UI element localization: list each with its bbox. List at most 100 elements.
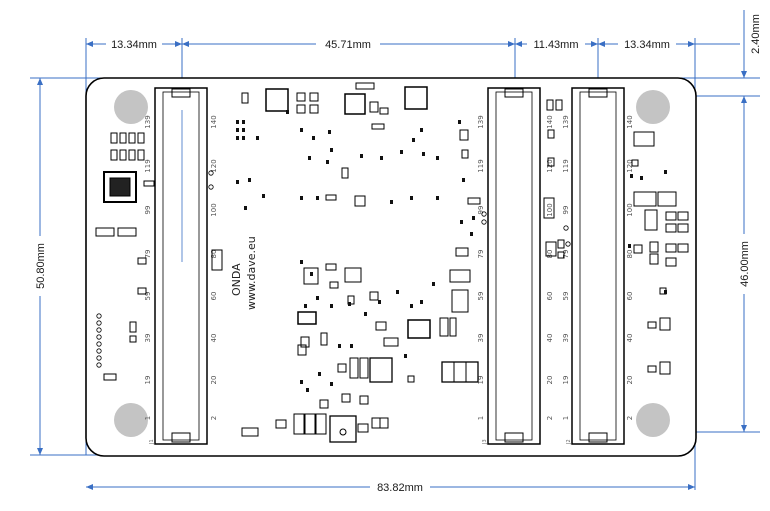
mounting-holes: [114, 90, 670, 437]
mount-hole-icon: [114, 90, 148, 124]
pin-number-label: 39: [477, 334, 485, 343]
smd-pad: [378, 300, 381, 304]
smd-pad: [380, 156, 383, 160]
pin-number-label: 19: [477, 376, 485, 385]
smd-pad: [472, 216, 475, 220]
dim-bottom-width: 83.82mm: [377, 482, 423, 494]
mount-hole-icon: [636, 90, 670, 124]
pin-number-label: 40: [546, 334, 554, 343]
smd-pad: [458, 120, 461, 124]
smd-pad: [432, 282, 435, 286]
smd-pad: [330, 382, 333, 386]
smd-pad: [244, 206, 247, 210]
pin-number-label: 2: [210, 416, 218, 420]
smd-pad: [236, 120, 239, 124]
smd-pad: [300, 260, 303, 264]
silk-url: www.dave.eu: [245, 236, 258, 310]
pin-number-label: 140: [626, 115, 634, 128]
pin-number-label: 99: [477, 206, 485, 215]
mount-hole-icon: [114, 403, 148, 437]
dim-top-1: 13.34mm: [111, 39, 157, 51]
pin-number-label: 1: [562, 416, 570, 420]
dim-top-3: 11.43mm: [533, 39, 578, 51]
smd-pad: [364, 312, 367, 316]
smd-pad: [396, 290, 399, 294]
smd-pad: [242, 136, 245, 140]
connector-j3: [487, 87, 541, 445]
smd-pad: [318, 372, 321, 376]
dim-left-height: 50.80mm: [35, 243, 47, 289]
pin-number-label: 1: [144, 416, 152, 420]
dim-top-4: 13.34mm: [624, 39, 670, 51]
smd-pad: [640, 176, 643, 180]
smd-pad: [630, 174, 633, 178]
smd-pad: [312, 136, 315, 140]
smd-pad: [664, 290, 667, 294]
connector-ref-j1: J1: [149, 439, 155, 445]
smd-pad: [664, 170, 667, 174]
pin-number-label: 39: [562, 334, 570, 343]
pin-number-label: 120: [210, 159, 218, 172]
dimension-labels: 13.34mm 45.71mm 11.43mm 13.34mm 2.40mm 5…: [33, 14, 762, 494]
smd-pad: [350, 344, 353, 348]
pin-number-label: 40: [210, 334, 218, 343]
smd-pads: [236, 110, 667, 392]
pin-number-label: 60: [210, 292, 218, 301]
pin-number-label: 60: [626, 292, 634, 301]
smd-pad: [262, 194, 265, 198]
smd-pad: [422, 152, 425, 156]
pin-number-label: 59: [477, 292, 485, 301]
smd-pad: [248, 178, 251, 182]
mount-hole-icon: [636, 403, 670, 437]
smd-pad: [256, 136, 259, 140]
smd-pad: [236, 136, 239, 140]
pin-number-label: 120: [626, 159, 634, 172]
smd-pad: [436, 156, 439, 160]
pin-number-label: 119: [144, 159, 152, 172]
pin-number-label: 100: [546, 203, 554, 216]
connector-ref-j3: J3: [482, 439, 488, 445]
pin-number-label: 20: [546, 376, 554, 385]
pin-number-label: 80: [546, 250, 554, 259]
pin-number-label: 139: [477, 115, 485, 128]
pin-number-label: 100: [626, 203, 634, 216]
pin-number-label: 100: [210, 203, 218, 216]
pin-number-label: 79: [477, 250, 485, 259]
smd-pad: [242, 128, 245, 132]
smd-pad: [236, 180, 239, 184]
pin-number-label: 39: [144, 334, 152, 343]
pin-number-label: 99: [562, 206, 570, 215]
smd-pad: [330, 304, 333, 308]
connector-ref-j2: J2: [566, 439, 572, 445]
smd-pad: [300, 196, 303, 200]
pin-number-label: 99: [144, 206, 152, 215]
smd-pad: [242, 120, 245, 124]
pin-number-label: 139: [562, 115, 570, 128]
smd-pad: [460, 220, 463, 224]
smd-pad: [308, 156, 311, 160]
smd-pad: [410, 196, 413, 200]
pin-number-label: 79: [144, 250, 152, 259]
smd-pad: [436, 196, 439, 200]
pin-number-label: 2: [546, 416, 554, 420]
smd-pad: [328, 130, 331, 134]
silk-board-name: ONDA: [230, 263, 243, 296]
smd-pad: [306, 388, 309, 392]
dim-right-height: 46.00mm: [739, 241, 751, 287]
pin-number-label: 59: [144, 292, 152, 301]
smd-pad: [286, 110, 289, 114]
pin-number-label: 140: [210, 115, 218, 128]
pin-number-label: 60: [546, 292, 554, 301]
smd-pad: [348, 302, 351, 306]
dim-right-small: 2.40mm: [750, 14, 762, 54]
pin-number-label: 80: [210, 250, 218, 259]
smd-pad: [316, 296, 319, 300]
pin-number-label: 2: [626, 416, 634, 420]
smd-pad: [400, 150, 403, 154]
smd-pad: [390, 200, 393, 204]
pin-number-label: 19: [562, 376, 570, 385]
pin-number-label: 119: [562, 159, 570, 172]
smd-pad: [330, 148, 333, 152]
smd-pad: [360, 154, 363, 158]
